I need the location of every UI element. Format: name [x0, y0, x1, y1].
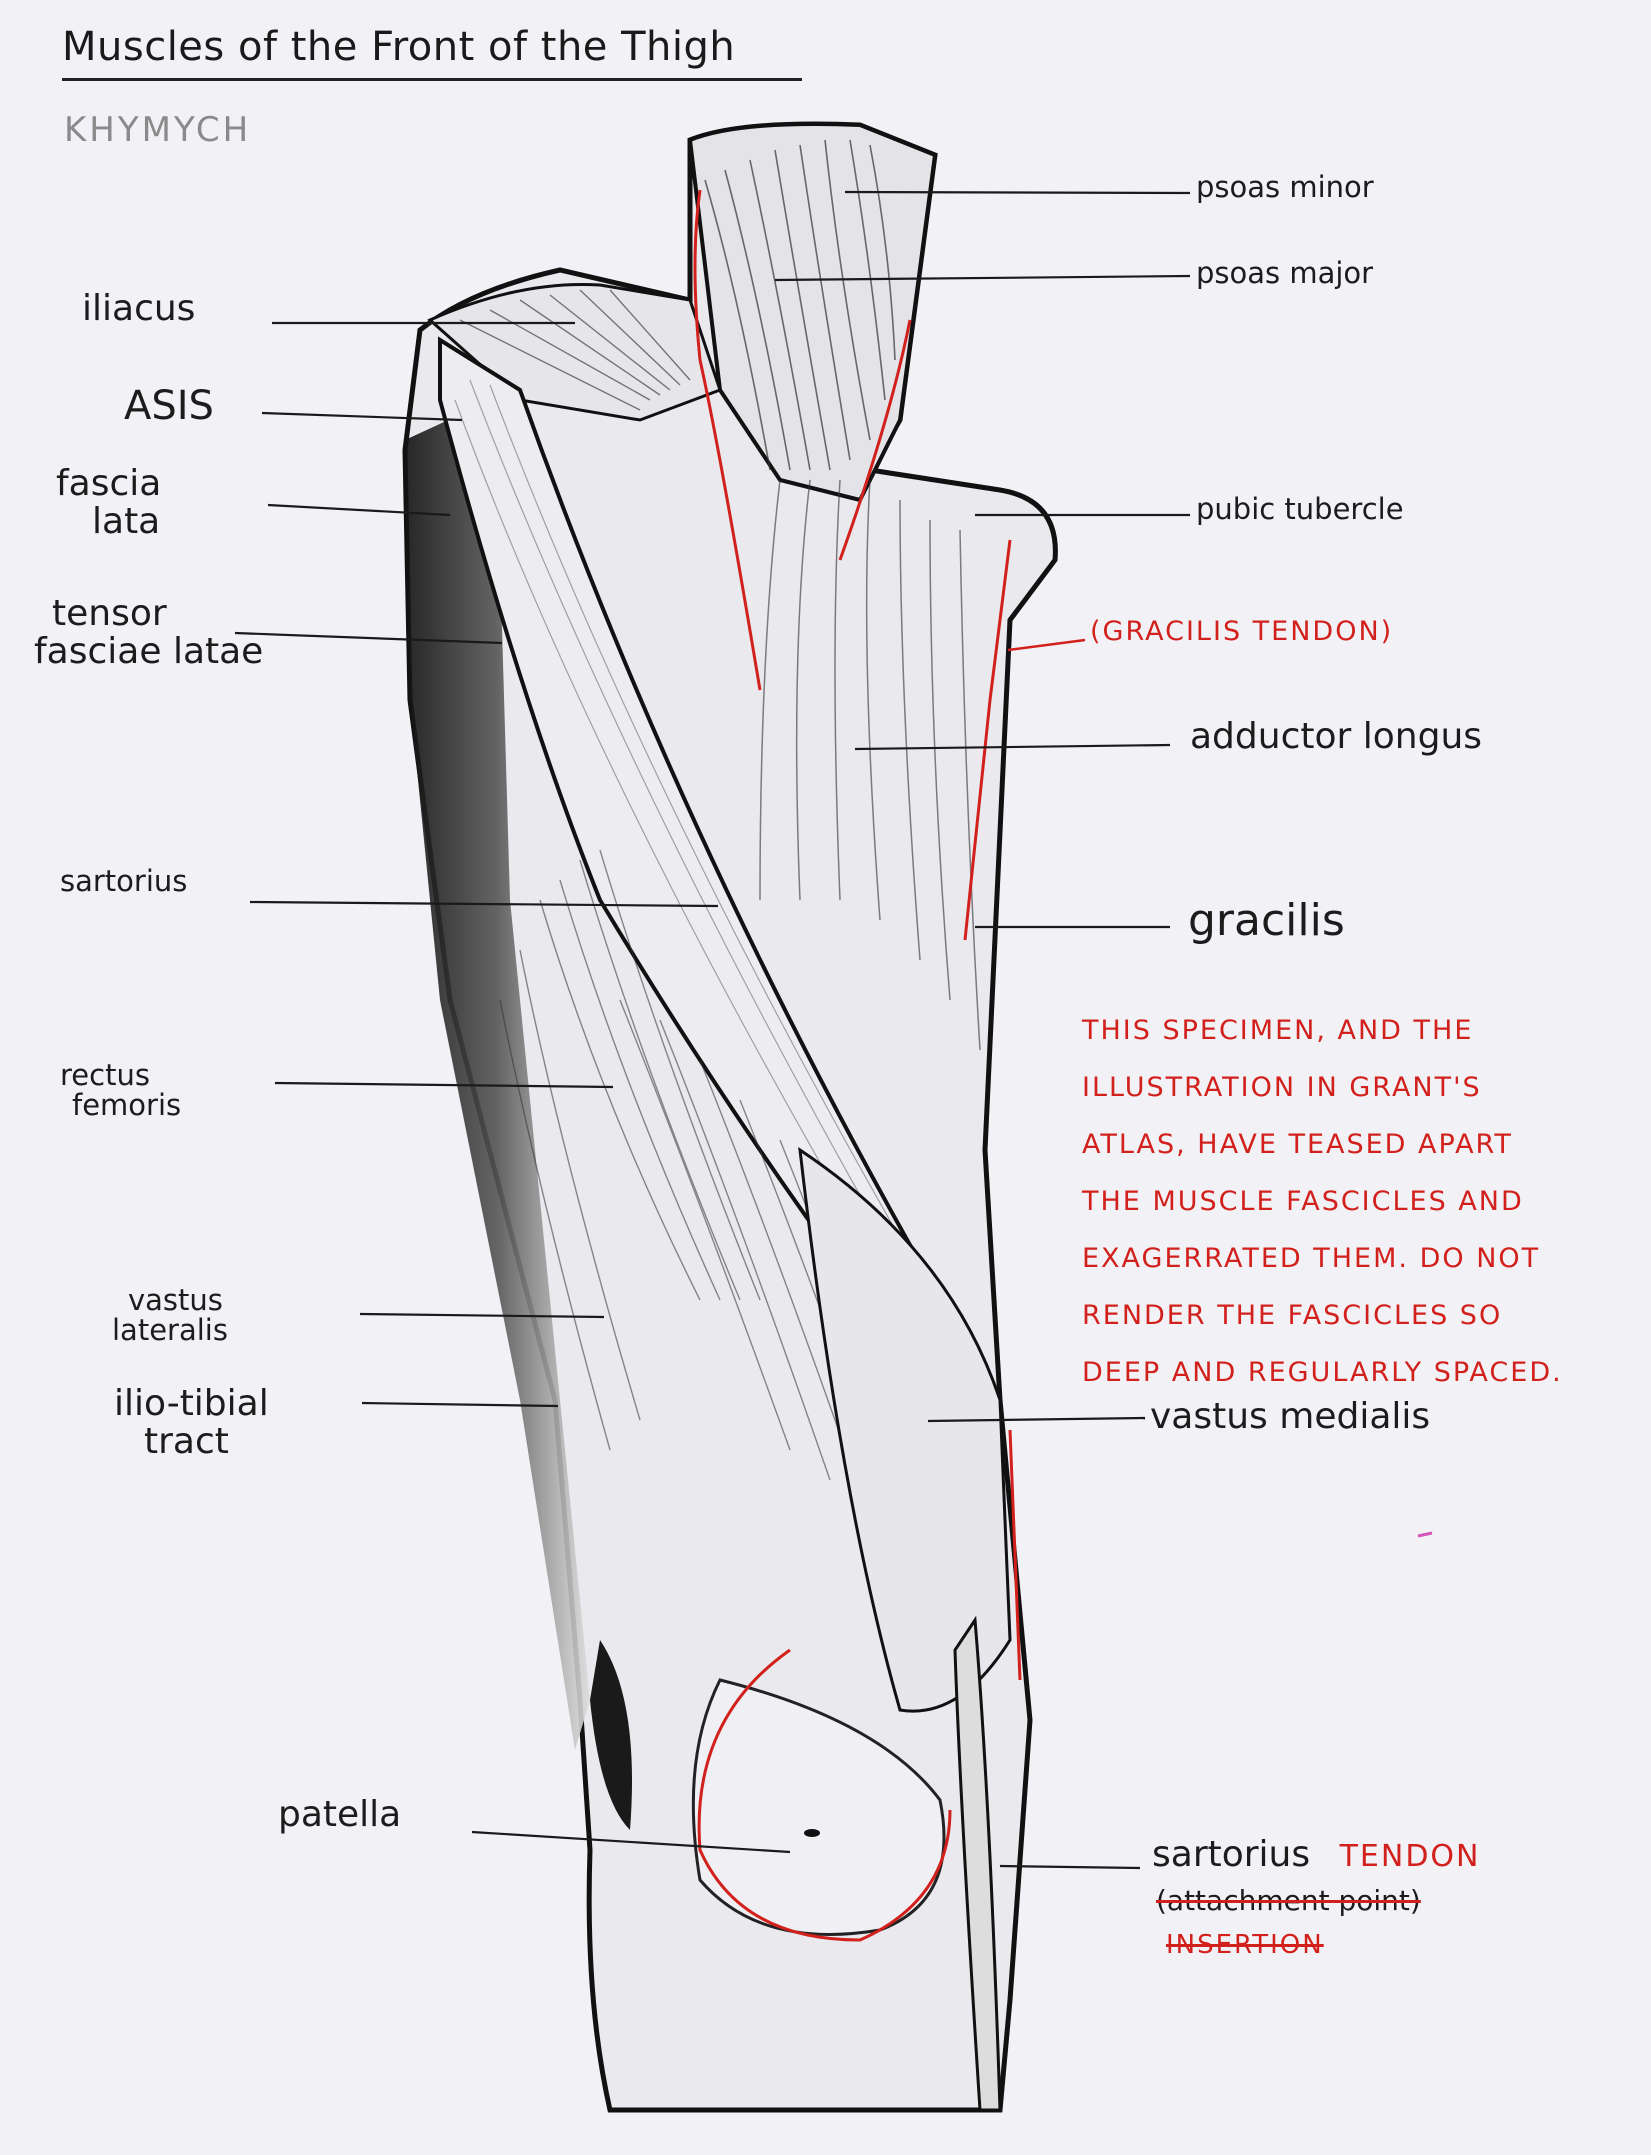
label-itt-line1: ilio-tibial	[114, 1383, 269, 1424]
label-asis: ASIS	[124, 383, 214, 429]
lateral-shadow	[405, 410, 590, 1750]
label-psoas-major: psoas major	[1196, 256, 1374, 290]
label-insertion: INSERTION	[1166, 1930, 1324, 1960]
label-pubic-tubercle: pubic tubercle	[1196, 492, 1404, 526]
note-line: RENDER THE FASCICLES SO	[1082, 1300, 1503, 1331]
label-sartorius-tendon: sartorius TENDON	[1152, 1836, 1480, 1874]
iliacus-fascicles	[459, 289, 691, 411]
label-fascia-lata-line2: lata	[92, 500, 161, 542]
page-title: Muscles of the Front of the Thigh	[62, 24, 802, 81]
label-vl-line1: vastus	[128, 1283, 223, 1317]
label-itt-line2: tract	[144, 1420, 229, 1462]
label-rectus-line2: femoris	[72, 1088, 182, 1123]
sartorius-tendon-shape	[953, 1615, 1002, 2112]
label-sartorius-tendon-black: sartorius	[1152, 1834, 1311, 1875]
psoas-muscle	[687, 122, 938, 503]
label-attachment-point: (attachment point)	[1156, 1884, 1421, 1917]
label-rectus-femoris: rectus femoris	[60, 1060, 181, 1121]
label-sartorius: sartorius	[60, 864, 188, 898]
label-rectus-line1: rectus	[60, 1058, 150, 1092]
psoas-fascicles	[704, 139, 896, 471]
label-ilio-tibial-tract: ilio-tibial tract	[114, 1385, 269, 1461]
note-line: DEEP AND REGULARLY SPACED.	[1082, 1357, 1563, 1388]
label-adductor-longus: adductor longus	[1190, 716, 1483, 757]
gracilis-tendon-leader	[1007, 638, 1086, 652]
label-vl-line2: lateralis	[112, 1313, 228, 1348]
label-gracilis: gracilis	[1188, 895, 1345, 946]
label-vastus-medialis: vastus medialis	[1150, 1396, 1431, 1437]
knee-shadow	[590, 1640, 632, 1830]
note-line: THE MUSCLE FASCICLES AND	[1082, 1186, 1524, 1217]
note-line: EXAGERRATED THEM. DO NOT	[1082, 1243, 1541, 1274]
label-fascia-lata-line1: fascia	[56, 463, 162, 504]
note-line: ILLUSTRATION IN GRANT'S	[1082, 1072, 1482, 1103]
patella-mark	[804, 1829, 820, 1837]
adductor-fascicles	[759, 479, 981, 1051]
label-tfl-line1: tensor	[52, 593, 167, 634]
red-annotations	[693, 189, 1022, 1942]
label-vastus-lateralis: vastus lateralis	[112, 1285, 228, 1346]
note-line: ATLAS, HAVE TEASED APART	[1082, 1129, 1513, 1160]
label-iliacus: iliacus	[82, 288, 196, 329]
author-signature: KHYMYCH	[64, 110, 252, 150]
label-psoas-minor: psoas minor	[1196, 170, 1374, 204]
note-line: THIS SPECIMEN, AND THE	[1082, 1015, 1474, 1046]
vastus-medialis-muscle	[798, 1146, 1012, 1713]
label-fascia-lata: fascia lata	[56, 465, 161, 541]
leader-lines	[234, 190, 1191, 1870]
label-patella: patella	[278, 1794, 402, 1835]
label-tfl-line2: fasciae latae	[34, 630, 264, 672]
label-gracilis-tendon: (GRACILIS TENDON)	[1090, 616, 1394, 647]
label-sartorius-tendon-red: TENDON	[1339, 1839, 1481, 1874]
red-note: THIS SPECIMEN, AND THE ILLUSTRATION IN G…	[1082, 1002, 1622, 1401]
label-tensor-fasciae-latae: tensor fasciae latae	[34, 595, 263, 671]
pink-mark	[1417, 1531, 1433, 1538]
